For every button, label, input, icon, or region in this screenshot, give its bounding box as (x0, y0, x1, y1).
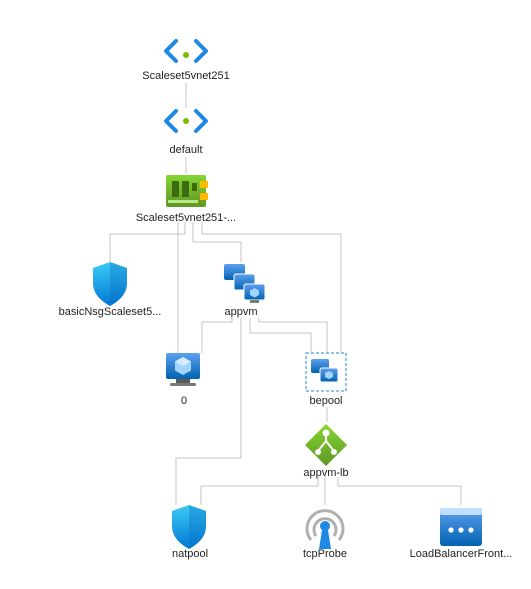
edges (109, 83, 462, 505)
node-subnet[interactable]: default (164, 109, 208, 156)
node-probe[interactable]: tcpProbe (303, 509, 347, 560)
edge-lb-frontend (337, 477, 462, 505)
node-natpool[interactable]: natpool (172, 505, 208, 560)
nat-pool-icon (172, 505, 206, 549)
node-lb-label: appvm-lb (303, 467, 348, 479)
edge-vmss-bepool (258, 318, 328, 353)
virtual-machine-icon (166, 353, 200, 386)
network-interface-icon (166, 175, 208, 207)
backend-pool-icon (305, 352, 347, 392)
edge-vmss-vm (201, 318, 233, 353)
subnet-icon (164, 109, 208, 133)
node-bepool-label: bepool (309, 395, 342, 407)
node-vnet[interactable]: Scaleset5vnet251 (142, 39, 230, 82)
node-bepool[interactable]: bepool (305, 352, 347, 407)
frontend-ip-config-icon (440, 508, 482, 546)
node-vmss[interactable]: appvm (224, 264, 266, 318)
virtual-network-icon (164, 39, 208, 63)
node-nic[interactable]: Scaleset5vnet251-... (136, 175, 236, 224)
edge-nic-nsg (109, 222, 186, 262)
vm-scale-set-icon (224, 264, 266, 303)
node-lb[interactable]: appvm-lb (303, 424, 349, 479)
node-natpool-label: natpool (172, 548, 208, 560)
edge-lb-natpool (200, 477, 319, 505)
node-vm-label: 0 (181, 395, 187, 407)
health-probe-icon (305, 509, 345, 549)
node-subnet-label: default (169, 144, 202, 156)
node-nic-label: Scaleset5vnet251-... (136, 212, 236, 224)
node-nsg-label: basicNsgScaleset5... (59, 306, 162, 318)
edge-nic-bepool (201, 222, 342, 353)
node-vm[interactable]: 0 (166, 353, 200, 407)
edge-vmss-natpool (175, 318, 242, 505)
edge-nic-vmss (192, 222, 242, 262)
node-nsg[interactable]: basicNsgScaleset5... (59, 262, 162, 318)
node-vnet-label: Scaleset5vnet251 (142, 70, 229, 82)
node-frontend-label: LoadBalancerFront... (410, 548, 513, 560)
node-vmss-label: appvm (224, 306, 257, 318)
load-balancer-icon (305, 424, 347, 466)
network-security-group-icon (93, 262, 127, 306)
node-frontend[interactable]: LoadBalancerFront... (410, 508, 513, 560)
edge-vmss-lb (249, 318, 312, 353)
node-probe-label: tcpProbe (303, 548, 347, 560)
